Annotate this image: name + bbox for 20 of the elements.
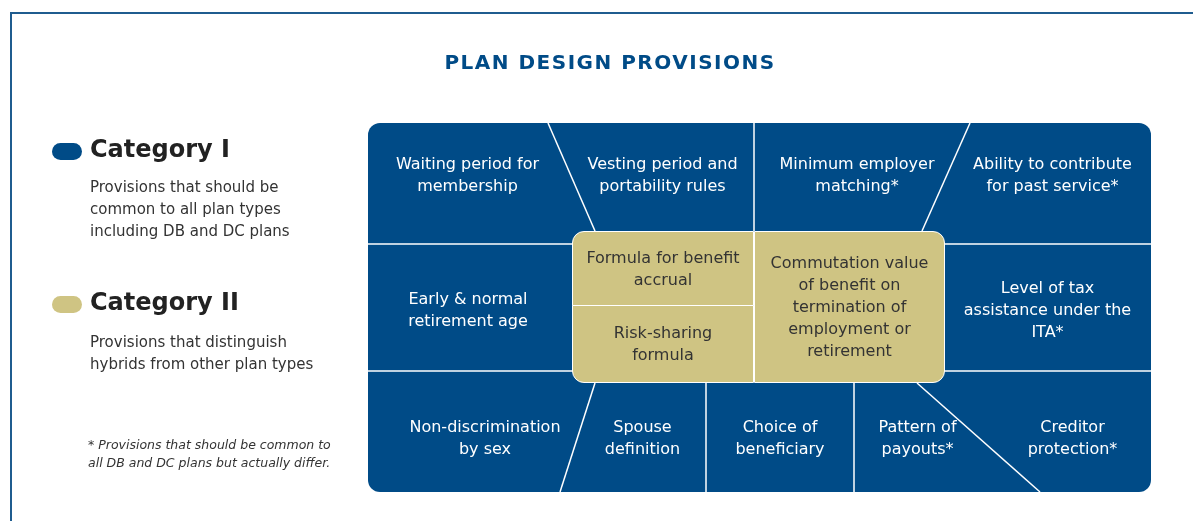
highlight-cell: Formula for benefit accrual [572,231,754,306]
legend-label: Category I [90,135,230,163]
provision-label: Spouse definition [585,405,700,470]
provision-label: Minimum employer matching* [762,140,952,210]
title: PLAN DESIGN PROVISIONS [443,50,777,74]
highlight-cell: Risk-sharing formula [572,305,754,383]
provision-label: Ability to contribute for past service* [960,140,1145,210]
provision-label: Vesting period and portability rules [570,140,755,210]
legend-description: Provisions that distinguish hybrids from other plan types [90,332,315,375]
provision-label: Choice of beneficiary [710,405,850,470]
provision-label: Non-discrimination by sex [390,405,580,470]
provision-label: Creditor protection* [1000,405,1145,470]
highlight-cell: Commutation value of benefit on termination of employment or retirement [754,231,945,383]
provision-label: Early & normal retirement age [378,255,558,365]
legend-description: Provisions that should be common to all plan types including DB and DC plans [90,177,291,242]
provision-label: Waiting period for membership [375,140,560,210]
provision-label: Pattern of payouts* [860,405,975,470]
provision-label: Level of tax assistance under the ITA* [955,255,1140,365]
footnote: * Provisions that should be common to all DB and DC plans but actually differ. [88,436,332,472]
legend-label: Category II [90,288,239,316]
